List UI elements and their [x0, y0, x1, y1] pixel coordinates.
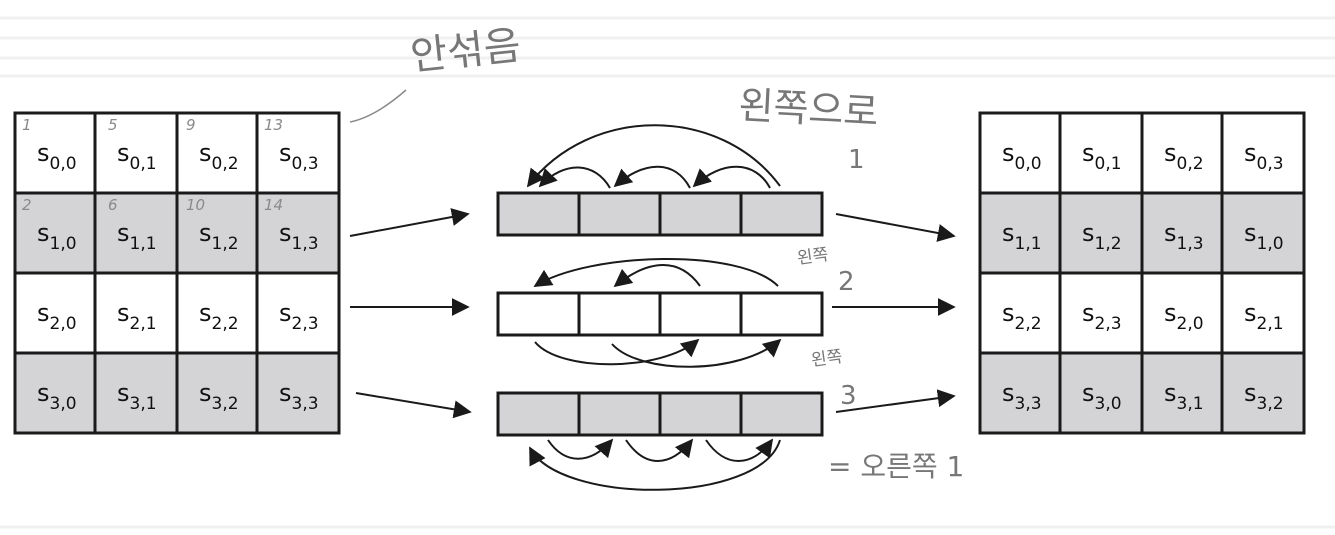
input-cell-2-2: [175, 271, 259, 355]
note-row1-amount: 1: [848, 145, 865, 175]
note-row3-amount: 3: [840, 381, 857, 411]
row3-step-arrow-1: [547, 438, 614, 460]
note-row3-word: 왼쪽: [810, 347, 844, 371]
output-cell-0-0: [978, 111, 1062, 195]
output-cell-0-2: [1140, 111, 1224, 195]
input-cell-3-1: [93, 351, 179, 435]
row2-top-arrow-1: [533, 258, 779, 287]
row3-step-arrow-2: [625, 438, 694, 462]
output-cell-3-0: [978, 351, 1062, 435]
rotation-arrows: [526, 124, 782, 491]
bar-2-segment-1: [577, 291, 662, 337]
row3-wrap-arrow: [529, 439, 781, 491]
bar-2-segment-2: [658, 291, 743, 337]
output-cell-2-3: [1220, 271, 1306, 355]
row-arrows: [349, 208, 956, 419]
bar-1-segment-0: [496, 191, 581, 237]
note-shift-left: 왼쪽으로: [738, 83, 880, 134]
note-pointer-stroke: [349, 89, 407, 123]
bar-3-segment-0: [496, 391, 581, 437]
output-cell-3-2: [1140, 351, 1224, 435]
row3-step-arrow-3: [705, 438, 774, 462]
row1-wrap-arrow: [526, 124, 781, 188]
row2-bottom-arrow-1: [534, 338, 700, 366]
input-cell-2-0: [13, 271, 97, 355]
note-row2-amount: 2: [838, 267, 855, 297]
note-no-shuffle: 안섞음: [408, 23, 523, 80]
bar-3-segment-1: [577, 391, 662, 437]
bar-1-segment-3: [739, 191, 824, 237]
note-row3-equivalent: = 오른쪽 1: [828, 450, 964, 483]
bar-2-segment-0: [496, 291, 581, 337]
bar-2-segment-3: [739, 291, 824, 337]
cell-order-numbers: 1 5 9 13 2 6 10 14: [22, 116, 283, 214]
output-cell-2-1: [1058, 271, 1144, 355]
output-cell-1-0: [978, 191, 1062, 275]
output-cell-1-2: [1140, 191, 1224, 275]
order-number-1-1: 6: [108, 196, 118, 214]
bar-3-segment-3: [739, 391, 824, 437]
background-lines: [0, 16, 1335, 529]
input-cell-2-1: [93, 271, 179, 355]
output-cell-0-1: [1058, 111, 1144, 195]
arrow-row1-out: [835, 213, 956, 242]
input-cell-3-2: [175, 351, 259, 435]
order-number-1-0: 2: [22, 196, 32, 214]
row-shift-bars: [496, 191, 824, 437]
output-cell-2-0: [978, 271, 1062, 355]
row1-step-arrow-2: [613, 165, 691, 189]
input-cell-2-3: [255, 271, 341, 355]
output-cell-1-3: [1220, 191, 1306, 275]
output-cell-2-2: [1140, 271, 1224, 355]
arrow-row3-in: [355, 392, 472, 419]
row1-step-arrow-1: [538, 166, 611, 189]
bar-3-segment-2: [658, 391, 743, 437]
handwritten-notes: 안섞음 왼쪽으로 1 왼쪽 2 왼쪽 3 = 오른쪽 1: [349, 23, 964, 483]
row2-top-arrow-2: [613, 264, 701, 288]
output-cell-1-1: [1058, 191, 1144, 275]
output-cell-3-3: [1220, 351, 1306, 435]
arrow-row1-in: [349, 208, 470, 237]
order-number-1-2: 10: [186, 196, 205, 214]
input-cell-3-0: [13, 351, 97, 435]
row2-bottom-arrow-2: [611, 338, 782, 368]
bar-1-segment-1: [577, 191, 662, 237]
order-number-0-3: 13: [264, 116, 283, 134]
arrow-row3-out: [835, 389, 956, 413]
row1-step-arrow-3: [692, 165, 771, 189]
input-cell-0-2: [175, 111, 259, 195]
bar-1-segment-2: [658, 191, 743, 237]
input-cell-3-3: [255, 351, 341, 435]
output-cell-0-3: [1220, 111, 1306, 195]
output-cell-3-1: [1058, 351, 1144, 435]
input-cell-0-3: [255, 111, 341, 195]
order-number-0-0: 1: [22, 116, 32, 134]
order-number-0-2: 9: [186, 116, 196, 134]
input-cell-1-3: [255, 191, 341, 275]
note-row2-word: 왼쪽: [796, 245, 830, 269]
order-number-0-1: 5: [108, 116, 118, 134]
order-number-1-3: 14: [264, 196, 283, 214]
